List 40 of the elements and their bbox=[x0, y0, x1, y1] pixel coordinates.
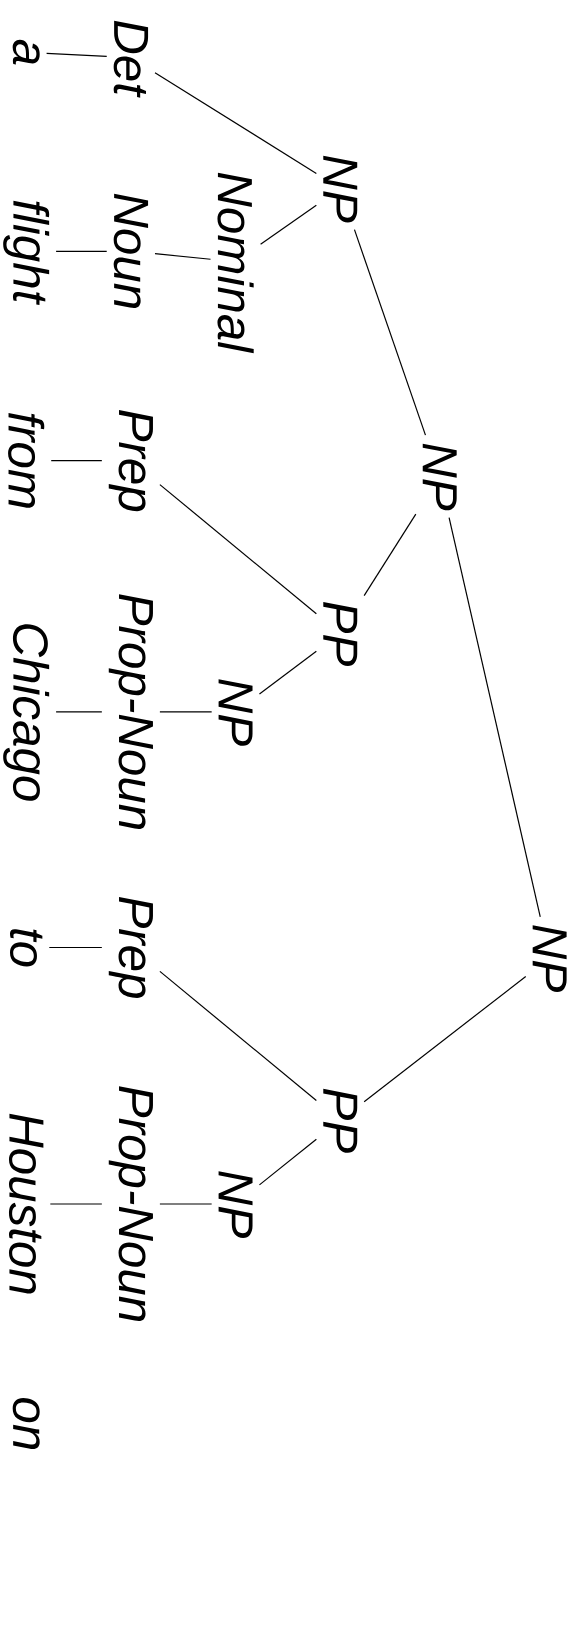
tree-branch bbox=[159, 711, 213, 713]
tree-branch bbox=[159, 970, 317, 1102]
tree-label: a bbox=[12, 39, 40, 65]
tree-label: Chicago bbox=[3, 624, 50, 801]
tree-label: Prep bbox=[108, 896, 153, 998]
tree-branch bbox=[154, 253, 212, 260]
tree-branch bbox=[48, 946, 103, 949]
tree-branch bbox=[363, 513, 417, 597]
tree-label: NP bbox=[323, 155, 358, 223]
tree-branch bbox=[49, 1203, 103, 1205]
tree-label: flight bbox=[3, 200, 50, 306]
tree-label: Det bbox=[113, 20, 149, 98]
tree-branch bbox=[448, 516, 541, 918]
tree-label: NP bbox=[422, 443, 457, 511]
tree-branch bbox=[260, 204, 317, 245]
word-label: on bbox=[12, 1398, 40, 1450]
tree-label: Prop-Noun bbox=[108, 1086, 153, 1321]
tree-branch bbox=[55, 250, 108, 252]
tree-label: NP bbox=[532, 925, 567, 992]
tree-branch bbox=[46, 52, 108, 57]
tree-label: PP bbox=[323, 602, 358, 666]
tree-branch bbox=[363, 975, 527, 1103]
tree-label: to bbox=[10, 929, 43, 967]
tree-label: Noun bbox=[113, 193, 149, 308]
tree-branch bbox=[353, 229, 427, 436]
tree-label: NP bbox=[218, 1171, 253, 1238]
tree-label: PP bbox=[323, 1088, 358, 1153]
tree-branch bbox=[258, 1138, 317, 1186]
tree-branch bbox=[258, 650, 317, 695]
tree-label: Houston bbox=[8, 1113, 44, 1294]
tree-label: Nominal bbox=[217, 172, 254, 354]
tree-label: Prep bbox=[108, 410, 153, 512]
tree-label: NP bbox=[218, 679, 253, 746]
tree-label: Prop-Noun bbox=[108, 594, 153, 829]
tree-branch bbox=[50, 460, 103, 462]
tree-branch bbox=[159, 484, 317, 615]
tree-branch bbox=[55, 711, 103, 713]
tree-branch bbox=[159, 1203, 213, 1205]
tree-label: from bbox=[8, 413, 45, 508]
tree-branch bbox=[154, 72, 317, 175]
